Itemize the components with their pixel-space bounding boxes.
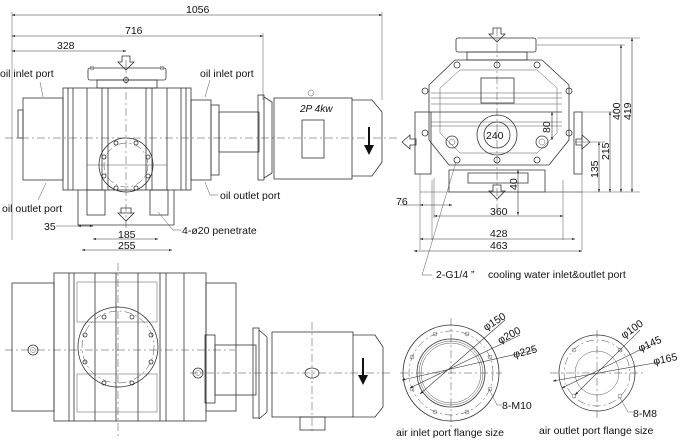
top-view bbox=[5, 263, 390, 437]
dim-419: 419 bbox=[622, 102, 634, 120]
oil-outlet-port-left-label: oil outlet port bbox=[2, 203, 62, 215]
outlet-d145: φ145 bbox=[636, 334, 663, 355]
left-arrow-icon bbox=[401, 134, 417, 150]
inlet-flange-caption: air inlet port flange size bbox=[396, 427, 504, 439]
dim-35: 35 bbox=[44, 221, 56, 233]
inlet-d150: φ150 bbox=[481, 310, 508, 333]
dim-463: 463 bbox=[490, 240, 508, 252]
dim-328: 328 bbox=[57, 40, 75, 52]
dim-185: 185 bbox=[118, 229, 136, 241]
inlet-flange-top bbox=[77, 306, 159, 388]
air-inlet-flange-detail: φ150 φ200 φ225 8-M10 air inlet port flan… bbox=[396, 310, 538, 439]
dim-76: 76 bbox=[396, 196, 408, 208]
dim-240: 240 bbox=[486, 130, 504, 142]
dim-40: 40 bbox=[508, 178, 520, 190]
cooling-port-code: 2-G1/4 ” bbox=[436, 269, 475, 281]
side-view: 240 419 400 215 135 80 40 76 bbox=[396, 27, 640, 281]
dim-716: 716 bbox=[125, 25, 143, 37]
air-inlet-arrow-icon bbox=[117, 55, 135, 71]
motor: 2P 4kw bbox=[257, 89, 383, 181]
air-outlet-arrow-icon bbox=[117, 207, 135, 222]
penetrate-label: 4-ø20 penetrate bbox=[182, 225, 257, 237]
oil-inlet-port-left-label: oil inlet port bbox=[0, 68, 54, 80]
front-view: 1056 716 328 bbox=[0, 4, 400, 252]
dim-1056: 1056 bbox=[186, 4, 210, 16]
dim-135: 135 bbox=[589, 160, 601, 178]
side-bolts bbox=[421, 61, 573, 164]
flange-bolts bbox=[101, 140, 151, 191]
inlet-bolt-spec: 8-M10 bbox=[502, 400, 532, 412]
oil-outlet-port-right-label: oil outlet port bbox=[220, 190, 280, 202]
air-outlet-flange-detail: φ100 φ145 φ165 8-M8 air outlet port flan… bbox=[539, 318, 679, 437]
motor-rating: 2P 4kw bbox=[299, 104, 333, 115]
outlet-d165: φ165 bbox=[652, 351, 678, 368]
oil-inlet-port-right-label: oil inlet port bbox=[200, 68, 254, 80]
dim-80: 80 bbox=[541, 121, 553, 133]
cooling-port-label: cooling water inlet&outlet port bbox=[488, 269, 626, 281]
dim-360: 360 bbox=[490, 206, 508, 218]
air-outlet-arrow-icon-side bbox=[488, 184, 506, 200]
dim-215: 215 bbox=[600, 142, 612, 160]
dim-400: 400 bbox=[611, 102, 623, 120]
inlet-d225: φ225 bbox=[512, 343, 539, 361]
rotation-arrow-icon bbox=[364, 127, 374, 155]
inlet-d200: φ200 bbox=[496, 325, 523, 347]
outlet-flange-front bbox=[98, 137, 154, 193]
dim-255: 255 bbox=[118, 240, 136, 252]
inlet-flange-bolts bbox=[409, 331, 493, 415]
rotation-arrow-icon-top bbox=[358, 358, 368, 385]
outlet-flange-caption: air outlet port flange size bbox=[539, 425, 654, 437]
dim-428: 428 bbox=[490, 228, 508, 240]
outlet-bolt-spec: 8-M8 bbox=[633, 408, 657, 420]
top-flange-bolts bbox=[82, 314, 154, 386]
